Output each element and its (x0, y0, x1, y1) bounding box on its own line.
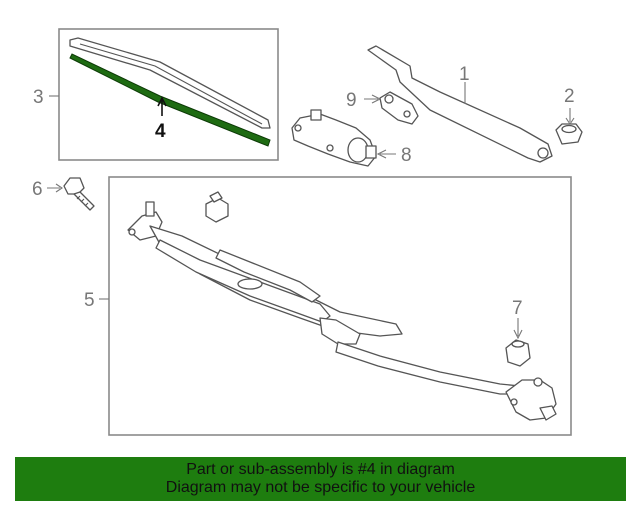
bracket[interactable] (379, 91, 419, 125)
wiper-arm[interactable] (367, 45, 553, 163)
banner-line-2: Diagram may not be specific to your vehi… (165, 479, 476, 496)
callout-3: 3 (33, 87, 44, 108)
callout-2: 2 (564, 86, 575, 107)
callout-1: 1 (459, 64, 470, 85)
bolt[interactable] (63, 177, 95, 211)
leader-2 (565, 108, 575, 125)
leader-4 (157, 96, 167, 116)
callout-4: 4 (155, 121, 166, 142)
nut-cap[interactable] (555, 123, 583, 145)
linkage-assembly-box (108, 176, 572, 436)
wiper-blade[interactable] (69, 37, 271, 129)
grommet[interactable] (505, 339, 531, 367)
wiper-motor[interactable] (291, 109, 377, 167)
leader-7 (513, 318, 523, 340)
callout-8: 8 (401, 145, 412, 166)
callout-5: 5 (84, 290, 95, 311)
callout-6: 6 (32, 179, 43, 200)
leader-6 (47, 183, 63, 193)
wiper-linkage[interactable] (127, 201, 557, 421)
banner-line-1: Part or sub-assembly is #4 in diagram (186, 461, 455, 478)
blade-refill-highlight[interactable] (69, 53, 271, 147)
callout-9: 9 (346, 90, 357, 111)
part-info-banner: Part or sub-assembly is #4 in diagram Di… (15, 457, 626, 501)
pivot-bushing[interactable] (205, 191, 229, 223)
leader-9 (364, 94, 382, 104)
leader-8 (376, 149, 396, 159)
callout-7: 7 (512, 298, 523, 319)
blade-assembly-box (58, 28, 279, 161)
